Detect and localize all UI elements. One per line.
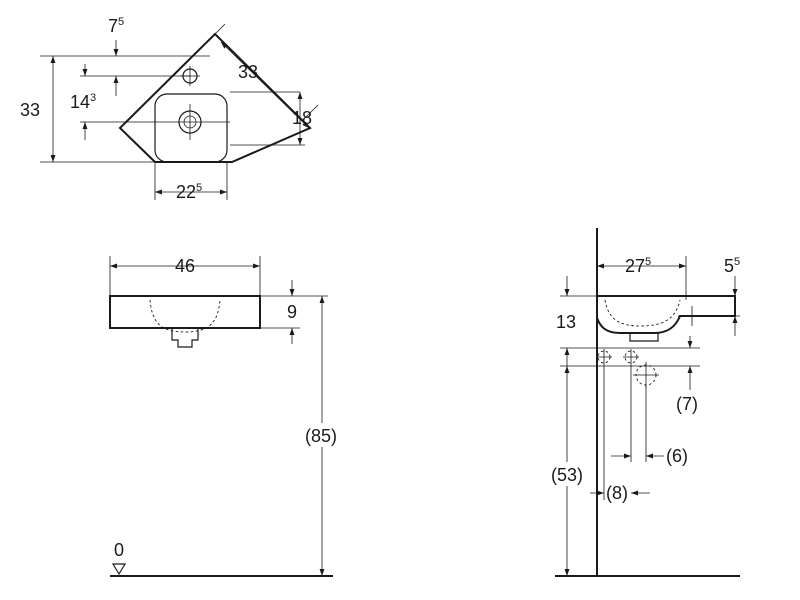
dim-18: 18 [292, 108, 312, 128]
dim-14-3: 143 [70, 92, 96, 112]
dim-6: (6) [666, 446, 688, 466]
floor-level-label: 0 [114, 540, 124, 560]
dim-7-supply: (7) [676, 394, 698, 414]
dim-33-overall-depth: 33 [20, 100, 40, 120]
top-view: 33 75 143 33 18 225 [20, 16, 319, 202]
dim-85-mounting-height: (85) [305, 426, 337, 446]
dim-9-height: 9 [287, 302, 297, 322]
dim-27-5: 275 [625, 256, 651, 276]
dim-13: 13 [556, 312, 576, 332]
dim-53-waste-height: (53) [551, 465, 583, 485]
dim-33-diagonal: 33 [238, 62, 258, 82]
dim-8: (8) [606, 483, 628, 503]
dim-22-5: 225 [176, 182, 202, 202]
front-view: 0 46 9 (85) [109, 256, 344, 577]
dim-7-5: 75 [108, 16, 124, 36]
dim-5-5: 55 [724, 256, 740, 276]
side-view: 275 55 13 (7) (53) (6) (8) [545, 228, 740, 577]
dim-46-width: 46 [175, 256, 195, 276]
